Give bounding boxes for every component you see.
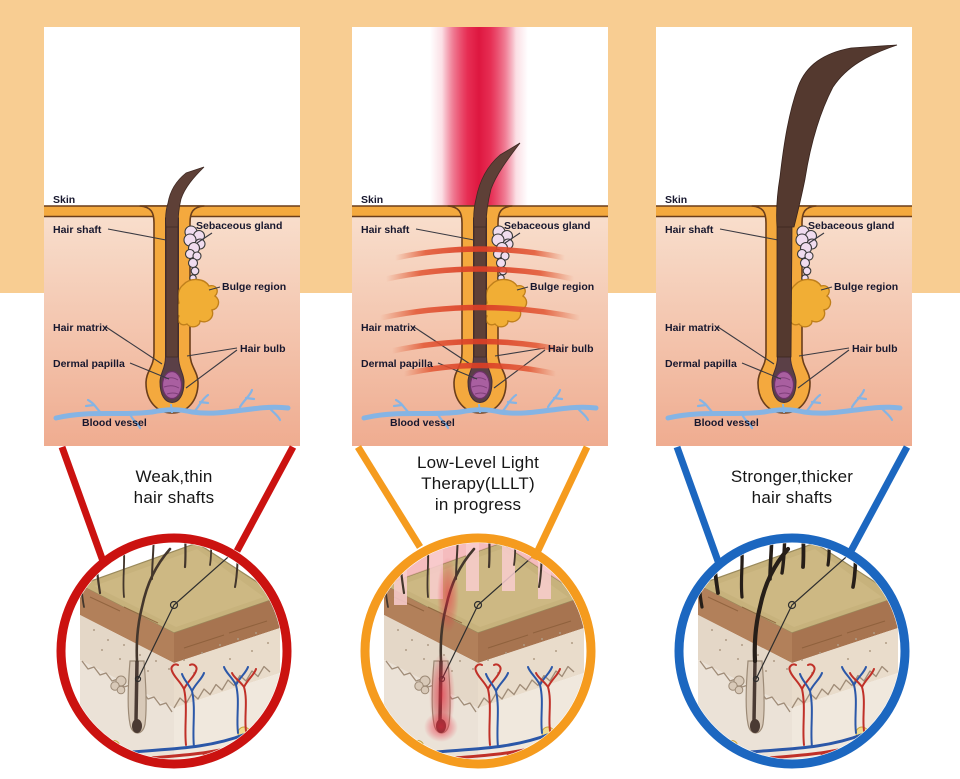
anatomy-labels: Skin Hair shaft Sebaceous gland Bulge re…	[53, 194, 286, 429]
label-bulge-region: Bulge region	[834, 281, 898, 293]
panel-after-treatment: Skin Hair shaft Sebaceous gland Bulge re…	[656, 27, 912, 446]
caption-line: in progress	[434, 495, 522, 514]
funnel-line-right	[847, 445, 911, 553]
follicle-diagram-before: Skin Hair shaft Sebaceous gland Bulge re…	[44, 166, 300, 446]
magnified-view-after	[673, 445, 911, 769]
callout-blue	[673, 445, 911, 769]
label-blood-vessel: Blood vessel	[390, 417, 455, 429]
weak-hair-shaft-illustration	[165, 166, 205, 358]
label-hair-bulb: Hair bulb	[240, 343, 286, 355]
caption-line: Therapy(LLLT)	[421, 474, 535, 493]
label-hair-shaft: Hair shaft	[53, 224, 102, 236]
callout-orange	[355, 445, 596, 769]
anatomy-labels: Skin Hair shaft Sebaceous gland Bulge re…	[361, 194, 594, 429]
label-hair-shaft: Hair shaft	[361, 224, 410, 236]
anatomy-labels: Skin Hair shaft Sebaceous gland Bulge re…	[665, 194, 898, 429]
medium-hair-shaft-illustration	[473, 142, 521, 358]
panel-before-treatment: Skin Hair shaft Sebaceous gland Bulge re…	[44, 27, 300, 446]
red-glow-on-follicle	[424, 557, 459, 742]
caption-line: Low-Level Light	[416, 453, 540, 472]
follicle-diagram-during: Skin Hair shaft Sebaceous gland Bulge re…	[352, 27, 608, 446]
label-hair-matrix: Hair matrix	[665, 322, 720, 334]
follicle-diagram-after: Skin Hair shaft Sebaceous gland Bulge re…	[656, 44, 912, 446]
label-dermal-papilla: Dermal papilla	[665, 358, 737, 370]
funnel-line-right	[233, 445, 297, 553]
strong-hair-shaft-illustration	[776, 44, 898, 358]
label-hair-matrix: Hair matrix	[53, 322, 108, 334]
callout-red	[56, 445, 297, 769]
label-hair-shaft: Hair shaft	[665, 224, 714, 236]
label-hair-bulb: Hair bulb	[852, 343, 898, 355]
caption-line: Weak,thin	[135, 467, 213, 486]
caption-weak-thin: Weak,thin hair shafts	[54, 466, 294, 508]
caption-stronger-thicker: Stronger,thicker hair shafts	[672, 466, 912, 508]
label-blood-vessel: Blood vessel	[694, 417, 759, 429]
caption-lllt-in-progress: Low-Level Light Therapy(LLLT) in progres…	[358, 452, 598, 515]
label-skin: Skin	[665, 194, 687, 206]
caption-line: hair shafts	[133, 488, 215, 507]
magnifier-ring-red	[56, 533, 292, 769]
label-skin: Skin	[361, 194, 383, 206]
label-dermal-papilla: Dermal papilla	[361, 358, 433, 370]
caption-line: hair shafts	[751, 488, 833, 507]
label-blood-vessel: Blood vessel	[82, 417, 147, 429]
laser-beam	[442, 27, 516, 208]
magnifier-ring-orange	[360, 533, 596, 769]
label-bulge-region: Bulge region	[530, 281, 594, 293]
caption-line: Stronger,thicker	[730, 467, 854, 486]
label-sebaceous-gland: Sebaceous gland	[196, 220, 282, 232]
magnifier-ring-blue	[674, 533, 910, 769]
magnified-view-before	[56, 445, 297, 769]
magnified-view-during	[355, 445, 596, 769]
panel-during-treatment: Skin Hair shaft Sebaceous gland Bulge re…	[352, 27, 608, 446]
label-sebaceous-gland: Sebaceous gland	[504, 220, 590, 232]
funnel-line-left	[355, 445, 423, 549]
funnel-line-right	[530, 445, 591, 561]
label-hair-bulb: Hair bulb	[548, 343, 594, 355]
light-penetration-waves	[377, 246, 583, 377]
label-bulge-region: Bulge region	[222, 281, 286, 293]
label-hair-matrix: Hair matrix	[361, 322, 416, 334]
label-dermal-papilla: Dermal papilla	[53, 358, 125, 370]
funnel-line-left	[58, 445, 108, 566]
funnel-line-left	[673, 445, 723, 566]
label-skin: Skin	[53, 194, 75, 206]
label-sebaceous-gland: Sebaceous gland	[808, 220, 894, 232]
